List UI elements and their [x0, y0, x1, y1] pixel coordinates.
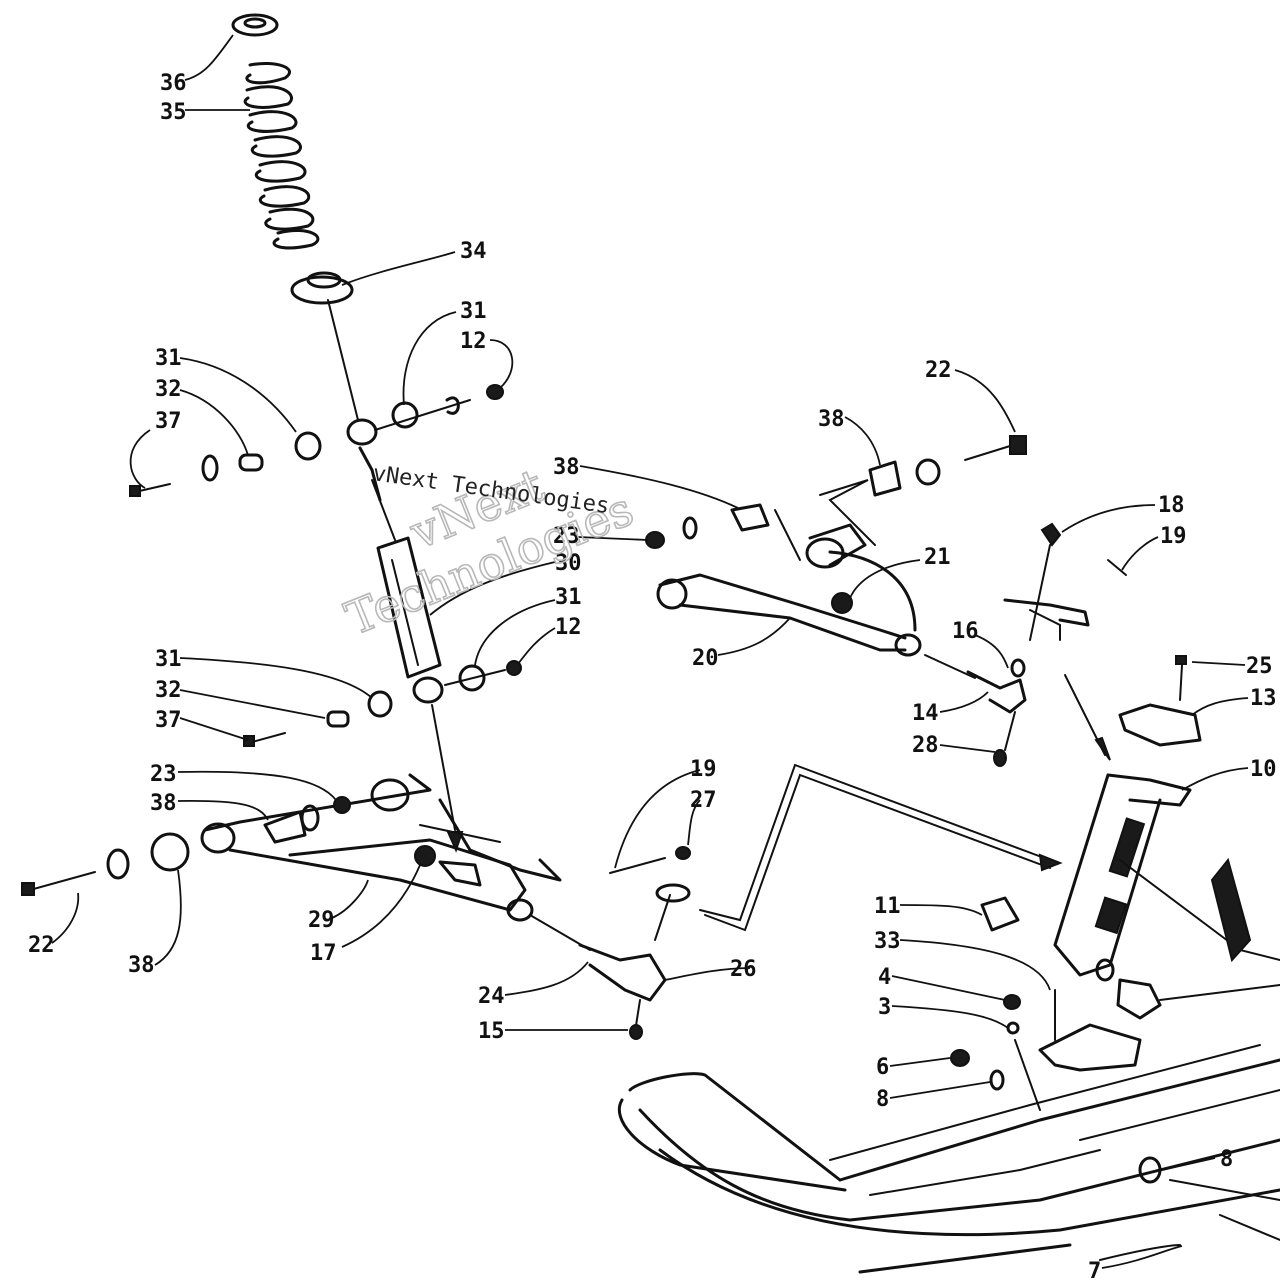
shock-upper-hardware [129, 384, 504, 497]
callout-38: 38 [150, 791, 177, 816]
callout-22: 22 [28, 933, 55, 958]
spring-retainer-36 [231, 13, 279, 37]
callout-14: 14 [912, 701, 939, 726]
lower-arm-left-hardware [21, 796, 351, 896]
callout-38: 38 [818, 407, 845, 432]
tie-rod-clip-18-19 [1029, 522, 1127, 641]
callout-23: 23 [553, 524, 580, 549]
callout-31: 31 [555, 585, 582, 610]
upper-arm-hardware [645, 435, 1027, 561]
callout-30: 30 [555, 551, 582, 576]
callout-18: 18 [1158, 493, 1185, 518]
steering-bracket [1003, 598, 1090, 641]
callout-22: 22 [925, 358, 952, 383]
ski-mount-hardware [950, 896, 1280, 1184]
callout-8: 8 [1220, 1147, 1233, 1172]
steering-link-rod [699, 763, 1063, 932]
callout-12: 12 [460, 329, 487, 354]
callout-29: 29 [308, 908, 335, 933]
callout-31: 31 [155, 647, 182, 672]
callout-31: 31 [460, 299, 487, 324]
callout-37: 37 [155, 708, 182, 733]
callout-28: 28 [912, 733, 939, 758]
callout-37: 37 [155, 409, 182, 434]
coil-spring-35 [243, 61, 320, 250]
leader-lines [51, 34, 1249, 1269]
steering-arm-13 [1118, 655, 1202, 747]
callout-12: 12 [555, 615, 582, 640]
callout-19: 19 [1160, 524, 1187, 549]
callout-34: 34 [460, 239, 487, 264]
callout-6: 6 [876, 1055, 889, 1080]
callout-15: 15 [478, 1019, 505, 1044]
upper-a-arm-20 [656, 523, 922, 657]
lower-a-arm-29 [200, 773, 562, 922]
callout-27: 27 [690, 788, 717, 813]
callout-38: 38 [553, 455, 580, 480]
spring-seat-34 [290, 271, 354, 305]
callout-21: 21 [924, 545, 951, 570]
callout-31: 31 [155, 346, 182, 371]
tie-rod-end-14-16 [924, 654, 1027, 767]
callout-25: 25 [1246, 654, 1273, 679]
callout-labels: 36 35 34 31 32 37 31 12 30 31 12 31 32 3… [28, 71, 1277, 1280]
ski [617, 1044, 1280, 1274]
callout-11: 11 [874, 894, 901, 919]
callout-13: 13 [1250, 686, 1277, 711]
callout-19: 19 [690, 757, 717, 782]
callout-4: 4 [878, 965, 891, 990]
decal-badge [1210, 857, 1252, 963]
callout-32: 32 [155, 678, 182, 703]
callout-24: 24 [478, 984, 505, 1009]
watermark: vNext Technologies vNext Technologies [337, 457, 641, 647]
callout-7: 7 [1088, 1259, 1101, 1280]
callout-35: 35 [160, 100, 187, 125]
callout-10: 10 [1250, 757, 1277, 782]
callout-20: 20 [692, 646, 719, 671]
callout-3: 3 [878, 995, 891, 1020]
callout-17: 17 [310, 941, 337, 966]
callout-38: 38 [128, 953, 155, 978]
callout-32: 32 [155, 377, 182, 402]
callout-23: 23 [150, 762, 177, 787]
callout-33: 33 [874, 929, 901, 954]
callout-16: 16 [952, 619, 979, 644]
callout-36: 36 [160, 71, 187, 96]
callout-26: 26 [730, 957, 757, 982]
callout-8: 8 [876, 1087, 889, 1112]
shock-lower-hardware [243, 660, 522, 747]
